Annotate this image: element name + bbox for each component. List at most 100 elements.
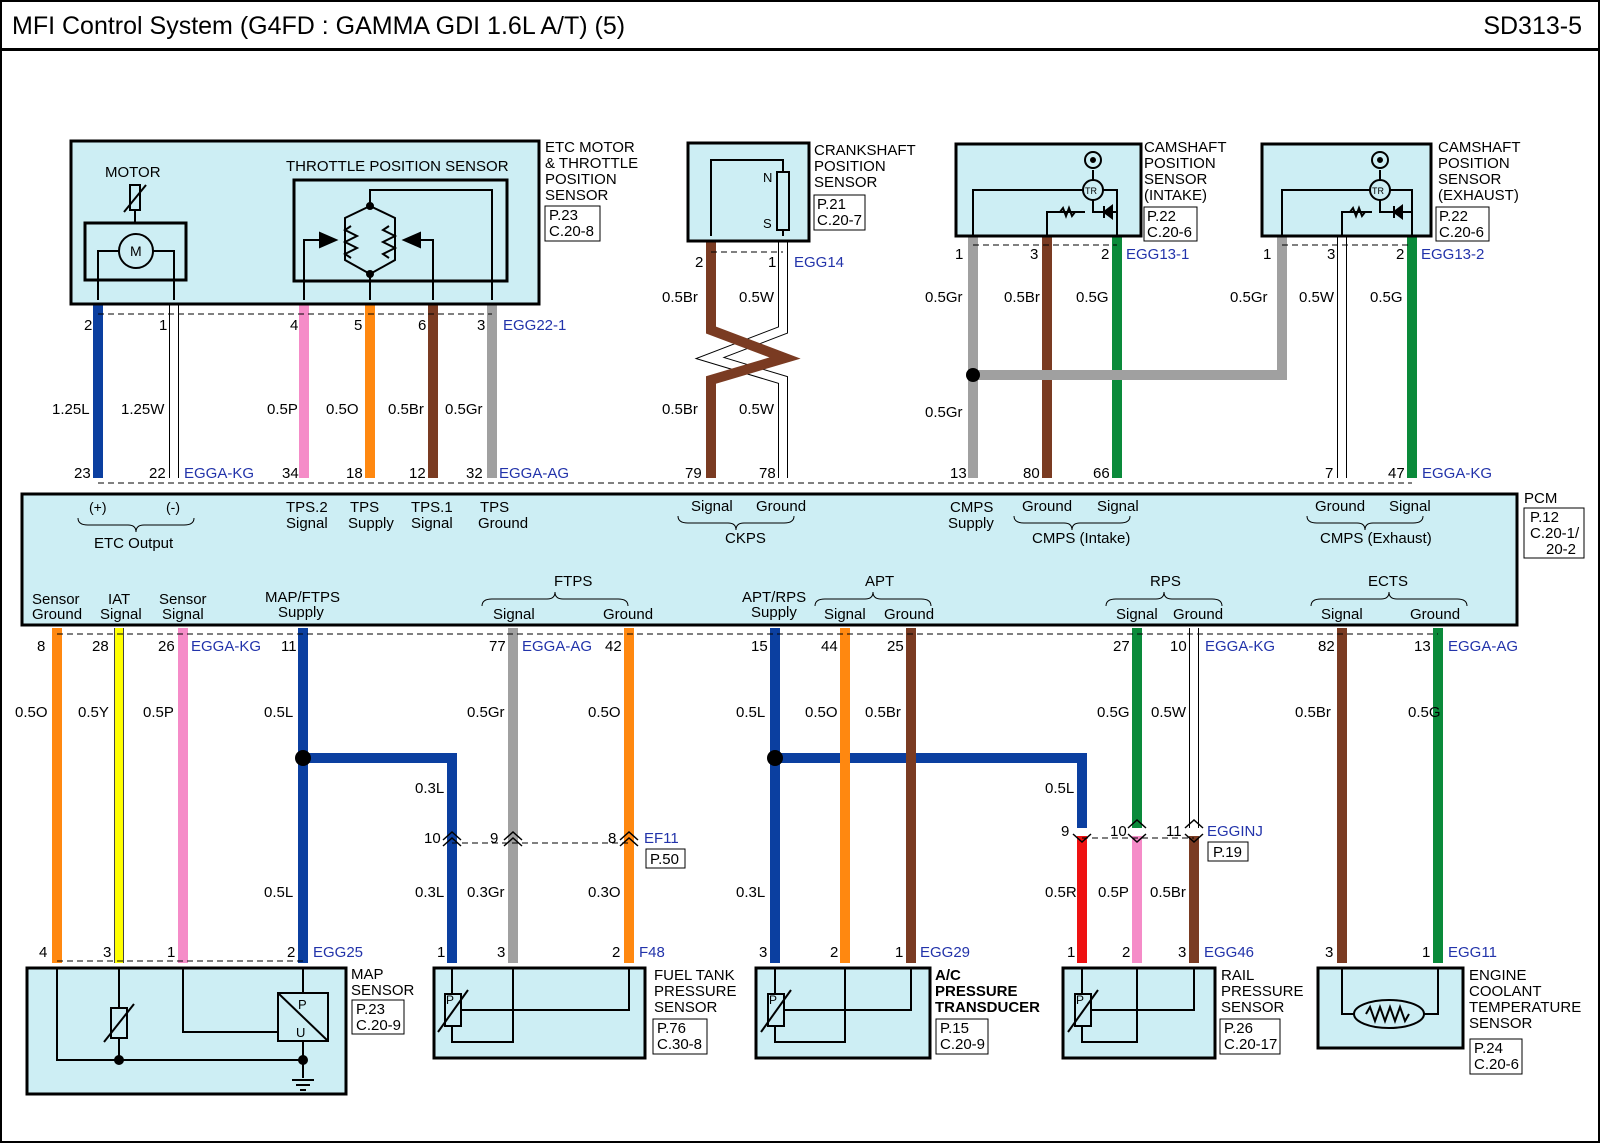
pin: 4 (39, 944, 47, 961)
wire-label: 0.5Br (662, 401, 698, 418)
page-code: SD313-5 (1483, 12, 1582, 40)
etc-title-2: & THROTTLE (545, 155, 638, 172)
pin: 8 (608, 830, 616, 847)
pcm-label: Ground (756, 498, 806, 515)
wire-label: 0.5P (1098, 884, 1129, 901)
pin: 3 (103, 944, 111, 961)
pin: 10 (424, 830, 441, 847)
pin: 27 (1113, 638, 1130, 655)
wire-b-03L-ftps (303, 753, 457, 963)
pin: 3 (477, 317, 485, 334)
pin: 1 (955, 246, 963, 263)
svg-text:P.15C.20-9: P.15C.20-9 (940, 1020, 985, 1053)
wire-label: 0.5Gr (925, 404, 963, 421)
pin: 8 (37, 638, 45, 655)
pin: 1 (159, 317, 167, 334)
pin: 12 (409, 465, 426, 482)
pin: 79 (685, 465, 702, 482)
apt-p: P (769, 993, 777, 1007)
wire-label: 0.5Br (1295, 704, 1331, 721)
connector-egga-kg-3: EGGA-KG (191, 638, 261, 655)
pcm-label: Signal (100, 606, 142, 623)
pcm-label: MAP/FTPS (265, 589, 340, 606)
pin: 66 (1093, 465, 1110, 482)
rps-title-1: RAIL (1221, 967, 1254, 984)
rps-p: P (1076, 993, 1084, 1007)
connector-egg22-1: EGG22-1 (503, 317, 566, 334)
pcm-label: Sensor (159, 591, 207, 608)
rps-ref-2: C.20-17 (1224, 1036, 1277, 1053)
ckp-n: N (763, 170, 772, 185)
pin: 3 (1325, 944, 1333, 961)
connector-egginj: EGGINJ (1207, 823, 1263, 840)
wire-label: 1.25L (52, 401, 90, 418)
wire-label: 0.5W (1151, 704, 1187, 721)
pcm-label: Signal (824, 606, 866, 623)
svg-text:P.76C.30-8: P.76C.30-8 (657, 1020, 702, 1053)
wire-label: 0.5Gr (467, 704, 505, 721)
wire-label: 0.5P (267, 401, 298, 418)
pin: 2 (612, 944, 620, 961)
pin: 9 (1061, 823, 1069, 840)
wire-label: 0.5P (143, 704, 174, 721)
wire-label: 0.5O (326, 401, 359, 418)
pin: 1 (1422, 944, 1430, 961)
pcm-label: Signal (1116, 606, 1158, 623)
cmi-title-1: CAMSHAFT (1144, 139, 1227, 156)
connector-egg11: EGG11 (1448, 944, 1497, 961)
splice-apt-supply (767, 750, 783, 766)
wire-label: 0.5G (1408, 704, 1441, 721)
tps-label: THROTTLE POSITION SENSOR (286, 158, 509, 175)
connector-ef11: EF11 (644, 830, 679, 847)
pin: 2 (1101, 246, 1109, 263)
labels: MOTOR M THROTTLE POSITION SENSOR ETC MOT… (15, 139, 1585, 1075)
pcm-label: Signal (162, 606, 204, 623)
etc-title-4: SENSOR (545, 187, 609, 204)
connector-egg13-1: EGG13-1 (1126, 246, 1189, 263)
pcm-label: Sensor (32, 591, 80, 608)
pcm-label: Signal (286, 515, 328, 532)
pcm-label: Ground (478, 515, 528, 532)
connector-egg25: EGG25 (313, 944, 363, 961)
wires (52, 232, 1443, 963)
pcm-label: Ground (603, 606, 653, 623)
pcm-label: Ground (1315, 498, 1365, 515)
pin: 3 (1327, 246, 1335, 263)
connector-egg14: EGG14 (794, 254, 844, 271)
pin: 28 (92, 638, 109, 655)
ftps-ref-2: C.30-8 (657, 1036, 702, 1053)
wire-label: 0.5W (739, 401, 775, 418)
map-ref-1: P.23 (356, 1001, 385, 1018)
pin: 7 (1325, 465, 1333, 482)
pcm-label: APT (865, 573, 894, 590)
pin: 26 (158, 638, 175, 655)
etc-ref-2: C.20-8 (549, 223, 594, 240)
pcm-label: FTPS (554, 573, 592, 590)
wire-label: 1.25W (121, 401, 165, 418)
connector-egga-ag-2: EGGA-AG (522, 638, 592, 655)
wire-label: 0.3O (588, 884, 621, 901)
wire-label: 0.5Gr (445, 401, 483, 418)
pcm-label: RPS (1150, 573, 1181, 590)
apt-ref-2: C.20-9 (940, 1036, 985, 1053)
pin: 13 (1414, 638, 1431, 655)
etc-title-1: ETC MOTOR (545, 139, 635, 156)
pcm-label: CMPS (Exhaust) (1320, 530, 1432, 547)
wire-label: 0.5Br (865, 704, 901, 721)
splice-cmps (966, 368, 980, 382)
wire-label: 0.5L (264, 704, 293, 721)
connector-egga-ag: EGGA-AG (499, 465, 569, 482)
svg-text:P.12C.20-1/20-2: P.12C.20-1/20-2 (1530, 509, 1580, 558)
wire-label: 0.5Br (1150, 884, 1186, 901)
pin: 2 (1122, 944, 1130, 961)
pin: 23 (74, 465, 91, 482)
wire-ckp-05Br (706, 236, 801, 478)
pin: 1 (437, 944, 445, 961)
pcm-label: Ground (884, 606, 934, 623)
etc-internals (56, 151, 1439, 1091)
